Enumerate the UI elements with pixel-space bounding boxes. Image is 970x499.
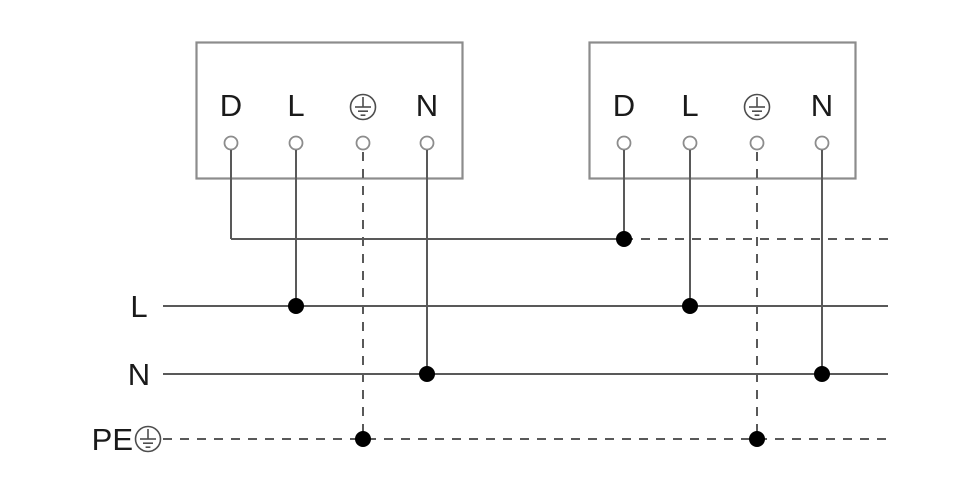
device-left-terminal-ring-L[interactable] (288, 135, 304, 151)
device-right-terminal-ring-D[interactable] (616, 135, 632, 151)
device-left-terminal-ring-PE[interactable] (355, 135, 371, 151)
device-left-terminal-ring-D[interactable] (223, 135, 239, 151)
device-right-enclosure (588, 41, 857, 180)
junction-dot-PE-right (749, 431, 765, 447)
device-right-terminal-label-D: D (613, 88, 635, 123)
bus-N-label: N (128, 357, 150, 392)
bus-PE-label: PE (92, 422, 133, 457)
device-left-terminal-ring-N[interactable] (419, 135, 435, 151)
device-left-terminal-label-L: L (287, 88, 304, 123)
junction-dot-PE-left (355, 431, 371, 447)
device-right-terminal-label-N: N (811, 88, 833, 123)
earth-ground-icon (743, 93, 771, 121)
device-right-terminal-ring-N[interactable] (814, 135, 830, 151)
device-left-enclosure (195, 41, 464, 180)
device-left-terminal-label-N: N (416, 88, 438, 123)
device-right-terminal-label-L: L (681, 88, 698, 123)
device-right: D L N (588, 41, 857, 180)
earth-ground-icon (349, 93, 377, 121)
junction-dot-L-right (682, 298, 698, 314)
earth-ground-icon (134, 425, 162, 453)
junction-dot-N-left (419, 366, 435, 382)
junction-dot-D-right (616, 231, 632, 247)
drop-wires (230, 150, 823, 439)
busbars (163, 305, 888, 440)
device-right-terminal-ring-PE[interactable] (749, 135, 765, 151)
device-left-terminal-label-D: D (220, 88, 242, 123)
junction-dots (288, 231, 830, 447)
junction-dot-N-right (814, 366, 830, 382)
bus-L-label: L (130, 289, 147, 324)
device-right-terminal-ring-L[interactable] (682, 135, 698, 151)
device-left: D L N (195, 41, 464, 180)
junction-dot-L-left (288, 298, 304, 314)
